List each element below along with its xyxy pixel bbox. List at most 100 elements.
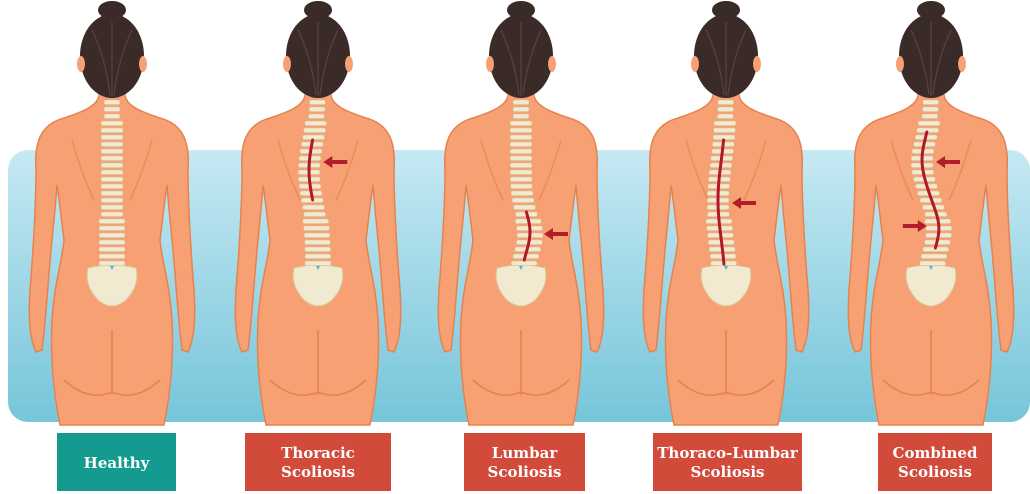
label-line: Healthy [84, 454, 150, 473]
vertebra [101, 177, 123, 182]
vertebra [514, 205, 536, 210]
vertebra [510, 170, 532, 175]
ear-right [753, 56, 761, 72]
vertebra [511, 191, 533, 196]
vertebra [101, 198, 123, 203]
vertebra [99, 233, 125, 238]
vertebra [303, 219, 329, 224]
hair-bun [917, 1, 945, 19]
vertebra [922, 107, 938, 112]
vertebra [99, 219, 125, 224]
vertebra [718, 107, 734, 112]
label-line: Lumbar [492, 444, 557, 463]
vertebra [718, 100, 734, 105]
vertebra [104, 100, 120, 105]
label-line: Scoliosis [898, 463, 972, 482]
vertebra [101, 149, 123, 154]
label-lumbar: LumbarScoliosis [464, 433, 585, 491]
ear-left [283, 56, 291, 72]
vertebra [510, 149, 532, 154]
vertebra [101, 170, 123, 175]
vertebra [104, 107, 120, 112]
vertebra [303, 205, 325, 210]
vertebra [305, 121, 327, 126]
ear-right [958, 56, 966, 72]
vertebra [513, 107, 529, 112]
vertebra [99, 261, 125, 266]
vertebra [918, 121, 940, 126]
vertebra [511, 261, 537, 266]
label-line: Thoracic [281, 444, 355, 463]
vertebra [920, 261, 946, 266]
vertebra [101, 121, 123, 126]
vertebra [101, 163, 123, 168]
figure-thoracic [235, 1, 401, 425]
vertebra [510, 163, 532, 168]
ear-left [77, 56, 85, 72]
vertebra [99, 240, 125, 245]
vertebra [510, 156, 532, 161]
vertebra [101, 184, 123, 189]
vertebra [305, 247, 331, 252]
ear-left [486, 56, 494, 72]
vertebra [510, 184, 532, 189]
vertebra [99, 247, 125, 252]
vertebra [923, 100, 939, 105]
hair-bun [304, 1, 332, 19]
vertebra [309, 100, 325, 105]
ear-left [691, 56, 699, 72]
figure-lumbar [438, 1, 604, 425]
vertebra [510, 128, 532, 133]
vertebra [510, 121, 532, 126]
vertebra [101, 212, 123, 217]
label-line: Thoraco-Lumbar [657, 444, 798, 463]
vertebra [99, 226, 125, 231]
figure-thoraco-lumbar [643, 1, 809, 425]
hair-bun [98, 1, 126, 19]
vertebra [510, 142, 532, 147]
figure-healthy [29, 1, 195, 425]
vertebra [510, 177, 532, 182]
vertebra [304, 212, 326, 217]
vertebra [303, 226, 329, 231]
label-line: Scoliosis [691, 463, 765, 482]
ear-right [345, 56, 353, 72]
vertebra [309, 107, 325, 112]
vertebra [101, 156, 123, 161]
vertebra [304, 233, 330, 238]
vertebra [304, 128, 326, 133]
vertebra [921, 254, 947, 259]
ear-right [548, 56, 556, 72]
ear-right [139, 56, 147, 72]
ear-left [896, 56, 904, 72]
vertebra [101, 128, 123, 133]
vertebra [305, 261, 331, 266]
vertebra [104, 114, 120, 119]
label-line: Combined [893, 444, 978, 463]
vertebra [510, 135, 532, 140]
label-line: Scoliosis [488, 463, 562, 482]
hair-bun [712, 1, 740, 19]
vertebra [101, 135, 123, 140]
vertebra [99, 254, 125, 259]
vertebra [717, 114, 733, 119]
vertebra [714, 121, 736, 126]
label-healthy: Healthy [57, 433, 176, 491]
vertebra [101, 191, 123, 196]
label-line: Scoliosis [281, 463, 355, 482]
figure-combined [848, 1, 1014, 425]
vertebra [922, 114, 938, 119]
hair-bun [507, 1, 535, 19]
vertebra [512, 198, 534, 203]
vertebra [305, 254, 331, 259]
vertebra [101, 205, 123, 210]
vertebra [513, 100, 529, 105]
vertebra [513, 114, 529, 119]
vertebra [101, 142, 123, 147]
vertebra [714, 128, 736, 133]
vertebra [308, 114, 324, 119]
